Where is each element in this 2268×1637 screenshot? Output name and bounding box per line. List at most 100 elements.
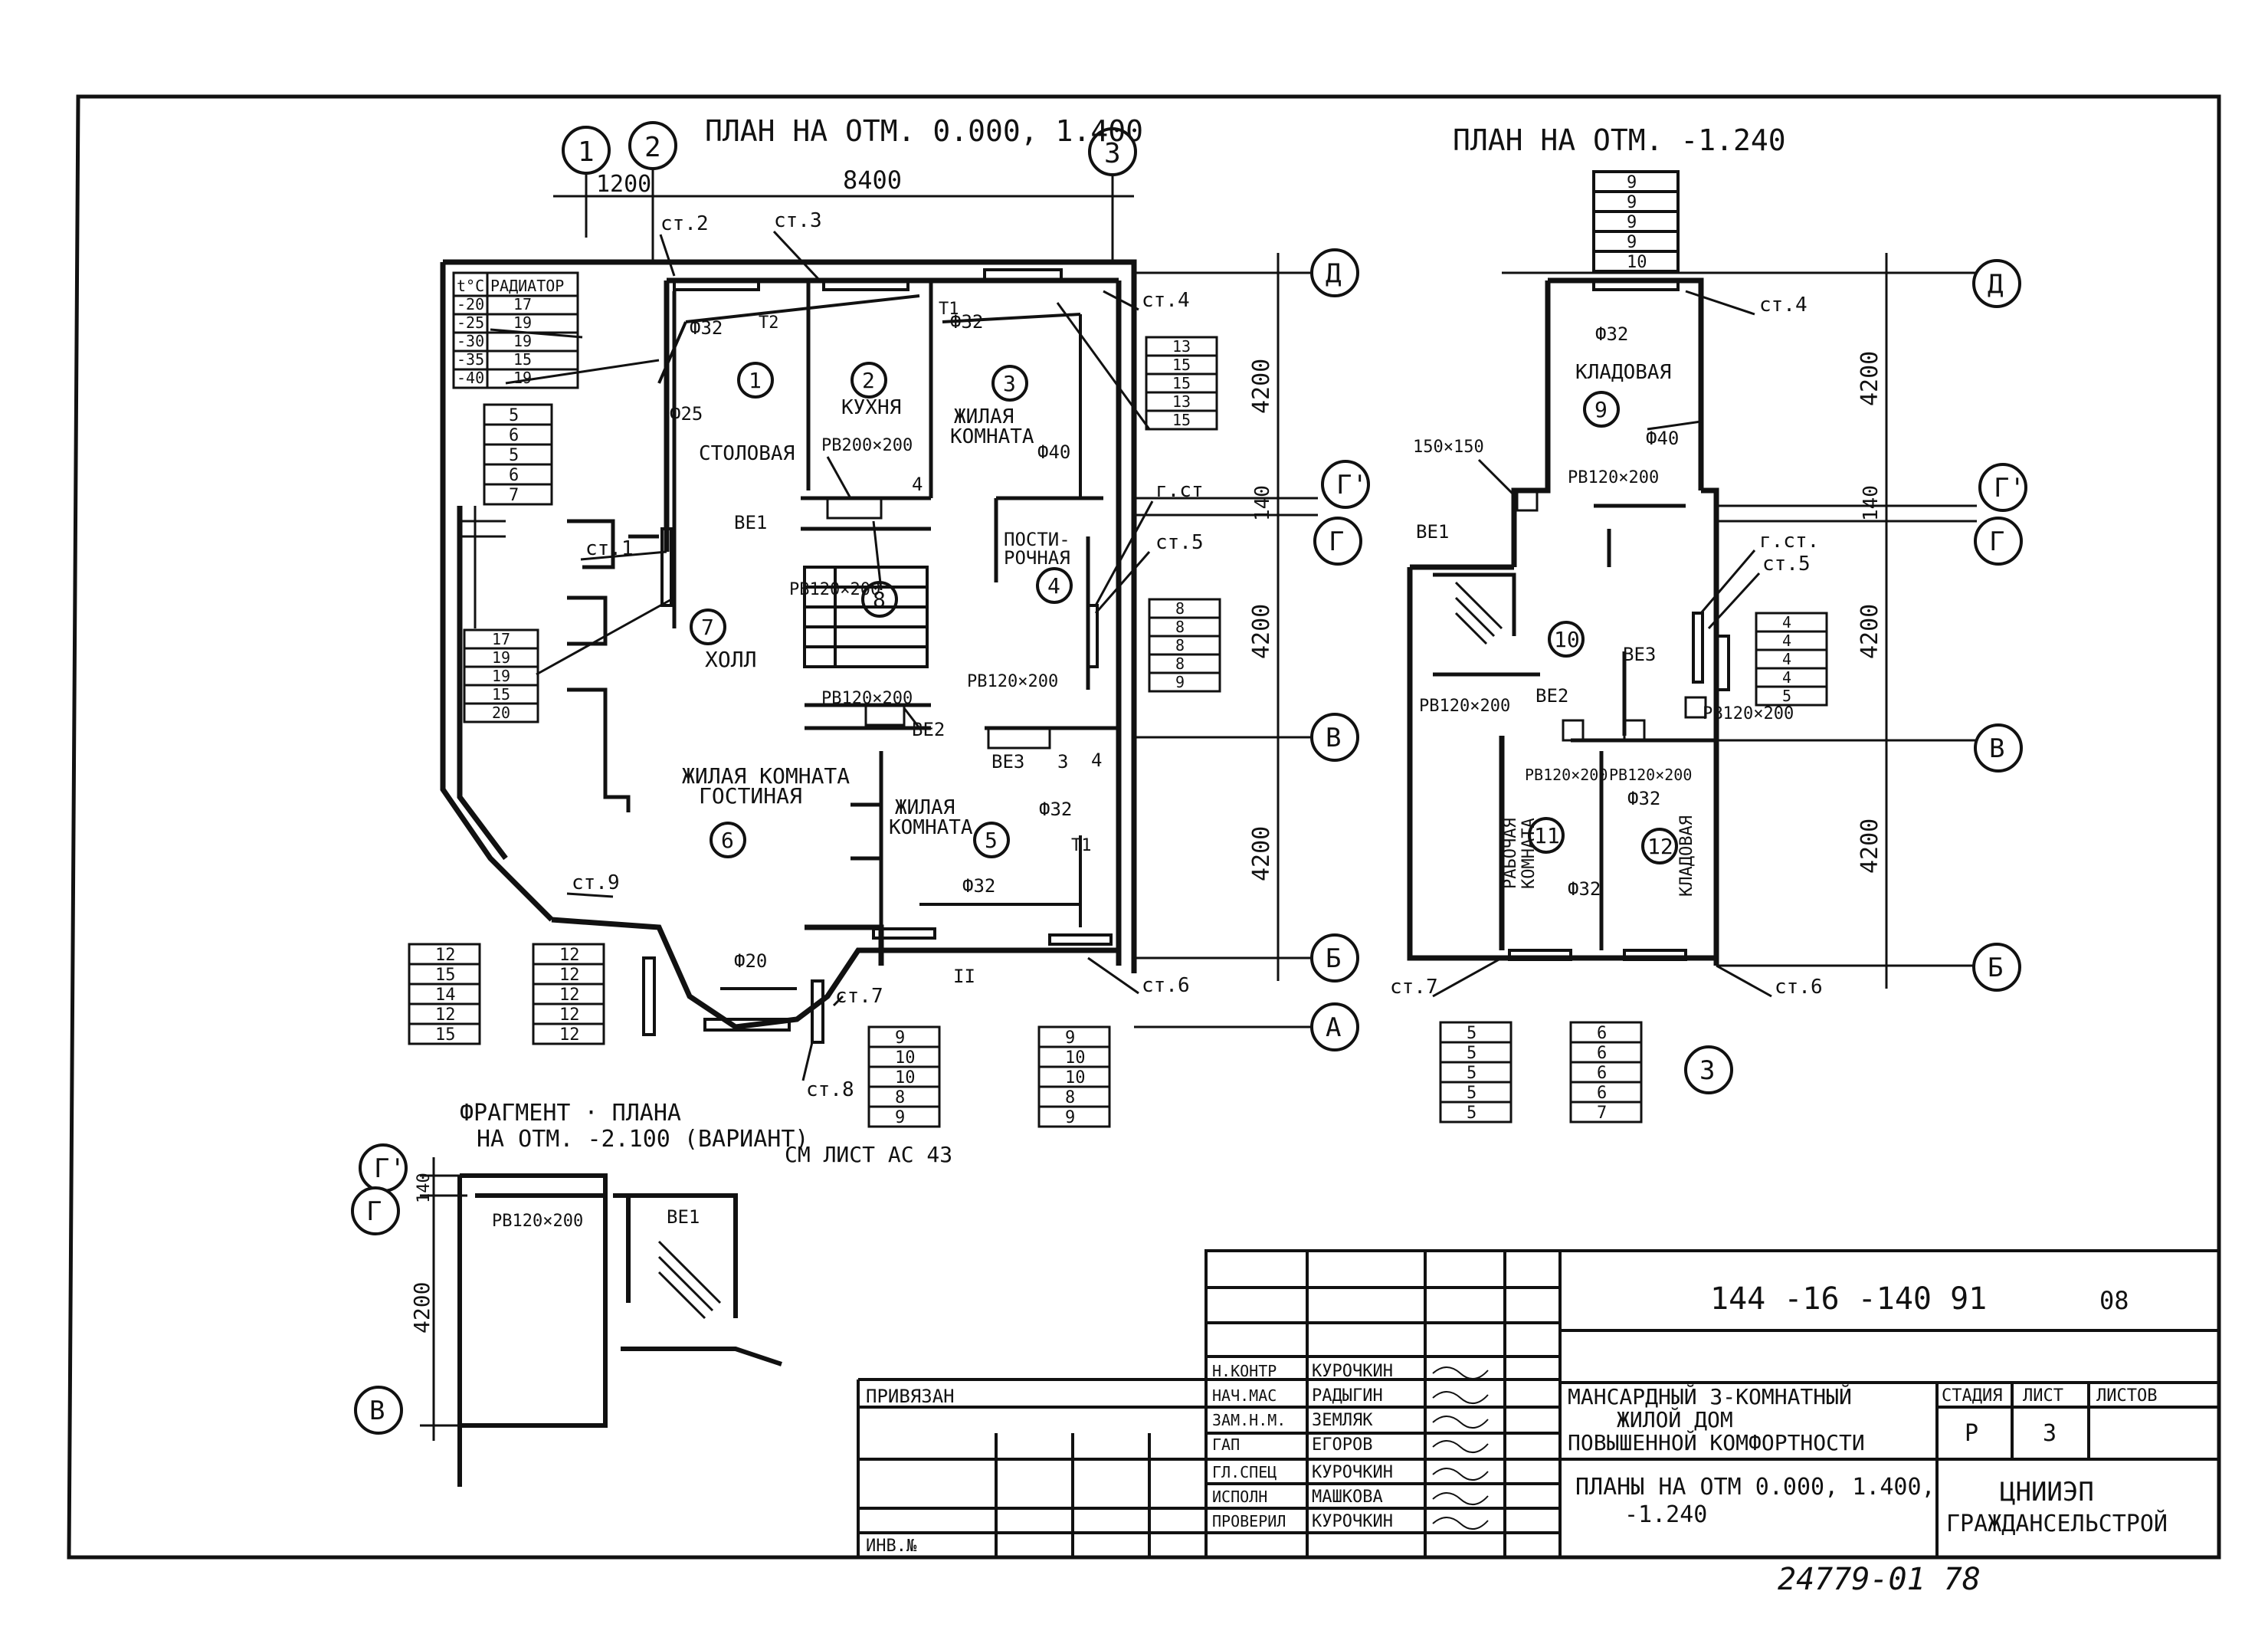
axis-marker: 3 — [1684, 1045, 1733, 1094]
basement-leaders — [1432, 290, 1772, 998]
pipe-f32e: Ф32 — [1595, 323, 1628, 345]
radiator-table-h2: РАДИАТОР — [490, 277, 564, 295]
basement-stair-10 — [1454, 581, 1503, 645]
title-plan-basement: ПЛАН НА ОТМ. -1.240 — [1453, 123, 1786, 157]
stamp-project-1: МАНСАРДНЫЙ 3-КОМНАТНЫЙ — [1568, 1383, 1852, 1409]
pipe-f32c: Ф32 — [1039, 799, 1072, 820]
room-number: 5 — [985, 828, 998, 853]
svg-text:Д: Д — [1326, 258, 1341, 289]
pipe-f40b: Ф40 — [1646, 428, 1679, 449]
stamp-role: ГЛ.СПЕЦ — [1212, 1463, 1277, 1481]
fragment-ref: СМ ЛИСТ АС 43 — [785, 1142, 952, 1167]
vent-n4b: 4 — [1091, 750, 1102, 771]
fragment-title-2: НА ОТМ. -2.100 (ВАРИАНТ) — [477, 1126, 808, 1153]
pipe-f32f: Ф32 — [1627, 788, 1660, 809]
stack-section-count: 9 — [1065, 1108, 1075, 1127]
stack-section-count: 6 — [1597, 1044, 1607, 1063]
stack-section-count: 5 — [509, 406, 519, 425]
stack-section-count: 7 — [1597, 1104, 1607, 1123]
stack-section-count: 15 — [435, 1025, 456, 1045]
stamp-role: ПРОВЕРИЛ — [1212, 1512, 1286, 1530]
riser-leader-lines — [490, 230, 1154, 1081]
stack-section-count: 5 — [1467, 1024, 1476, 1043]
stamp-list: 3 — [2043, 1420, 2057, 1447]
axis-marker: А — [1310, 1002, 1359, 1051]
room-klad9: КЛАДОВАЯ — [1575, 361, 1671, 384]
radiator-table-temp: -30 — [457, 332, 484, 350]
riser-st3: ст.3 — [774, 209, 822, 232]
axis-marker: В — [354, 1386, 403, 1435]
fragment-walls — [457, 1173, 782, 1487]
stack-section-count: 4 — [1782, 668, 1791, 687]
dim-base-4200c: 4200 — [1857, 818, 1883, 874]
stack-section-count: 8 — [1175, 654, 1185, 673]
stamp-name: КУРОЧКИН — [1312, 1362, 1393, 1381]
riser-st6: ст.6 — [1142, 974, 1190, 997]
vent-ve2b: ВЕ2 — [1535, 685, 1568, 707]
room-zhil3-line1: ЖИЛАЯ — [954, 405, 1014, 428]
radiator-table-h1: t°C — [457, 277, 484, 295]
main-interior-walls — [567, 280, 1119, 943]
radiator-table-temp: -20 — [457, 295, 484, 313]
riser-gstb: г.ст. — [1759, 530, 1819, 553]
main-right-dimension — [1134, 253, 1318, 1028]
room-klad12: КЛАДОВАЯ — [1677, 815, 1696, 897]
pipe-f32b: Ф32 — [950, 311, 983, 333]
stack-section-count: 9 — [1627, 233, 1637, 252]
stamp-name: ЗЕМЛЯК — [1312, 1411, 1373, 1430]
stack-section-count: 9 — [1065, 1028, 1075, 1048]
room-kuhnya: КУХНЯ — [841, 396, 901, 419]
dim-base-140: 140 — [1860, 485, 1883, 521]
stack-section-count: 10 — [1065, 1068, 1086, 1088]
dim-main-4200a: 4200 — [1248, 359, 1275, 414]
stack-section-count: 6 — [509, 466, 519, 485]
stack-section-count: 8 — [1065, 1088, 1075, 1107]
svg-text:Г: Г — [366, 1196, 382, 1227]
stack-section-count: 8 — [1175, 599, 1185, 618]
pipe-f25: Ф25 — [670, 403, 703, 425]
stack-section-count: 15 — [1172, 411, 1191, 429]
radiator-table-count: 19 — [513, 369, 532, 387]
room-post-line1: ПОСТИ- — [1004, 529, 1070, 550]
stamp-stage-h: СТАДИЯ — [1942, 1386, 2002, 1406]
riser-st9: ст.9 — [572, 871, 620, 894]
signature-mark — [1432, 1391, 1489, 1404]
axis-marker: Г — [1974, 517, 2023, 566]
riser-st5: ст.5 — [1155, 531, 1204, 554]
stack-section-count: 12 — [559, 966, 580, 985]
stack-section-count: 19 — [492, 667, 510, 685]
main-vent-boxes — [826, 456, 1051, 750]
stamp-project-3: ПОВЫШЕННОЙ КОМФОРТНОСТИ — [1568, 1429, 1865, 1455]
vent-n2: II — [953, 966, 975, 987]
fragment-axis-markers: Г' Г В — [351, 1143, 408, 1435]
room-zhil3-line2: КОМНАТА — [950, 425, 1034, 448]
riser-st4: ст.4 — [1142, 289, 1190, 312]
basement-right-dimension — [1502, 253, 1977, 989]
stamp-lists-h: ЛИСТОВ — [2096, 1386, 2157, 1406]
axis-marker: Г' — [359, 1143, 408, 1192]
basement-radiators — [1508, 279, 1730, 961]
fragment-title-1: ФРАГМЕНТ · ПЛАНА — [460, 1100, 681, 1127]
stamp-project-2: ЖИЛОЙ ДОМ — [1617, 1406, 1733, 1432]
radiator-table-count: 17 — [513, 295, 532, 313]
room-number: 9 — [1594, 397, 1608, 422]
riser-st6b: ст.6 — [1775, 976, 1823, 999]
main-building-walls — [440, 259, 1137, 1030]
radiator-table-temp: -40 — [457, 369, 484, 387]
stamp-role: ЗАМ.Н.М. — [1212, 1411, 1286, 1429]
stack-section-count: 5 — [509, 446, 519, 465]
pipe-f20: Ф20 — [734, 950, 767, 972]
signature-mark — [1432, 1517, 1489, 1530]
axis-marker: Г — [351, 1186, 400, 1235]
stack-section-count: 6 — [1597, 1084, 1607, 1103]
svg-text:Г': Г' — [1994, 473, 2025, 504]
main-pipes — [657, 294, 1082, 990]
signature-mark — [1432, 1440, 1489, 1453]
stack-section-count: 7 — [509, 486, 519, 505]
